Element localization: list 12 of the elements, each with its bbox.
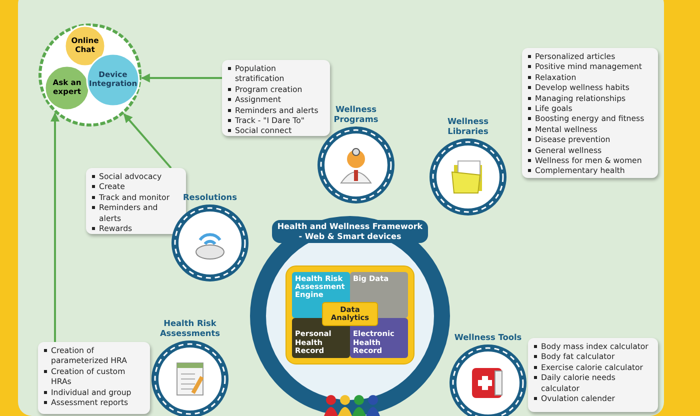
ring-title: Health and Wellness Framework - Web & Smart devices <box>272 220 428 243</box>
badge-title: Wellness Tools <box>453 332 523 342</box>
badge-title: Resolutions <box>182 192 238 202</box>
badge-title: Health Risk Assessments <box>158 319 222 338</box>
list-card <box>528 338 658 412</box>
arrow <box>50 112 60 342</box>
list-card <box>522 48 658 178</box>
arrow <box>140 74 222 82</box>
arrow <box>123 113 172 169</box>
list-card <box>38 342 150 414</box>
list-card <box>222 60 330 136</box>
badge-title: Wellness Libraries <box>446 117 490 136</box>
